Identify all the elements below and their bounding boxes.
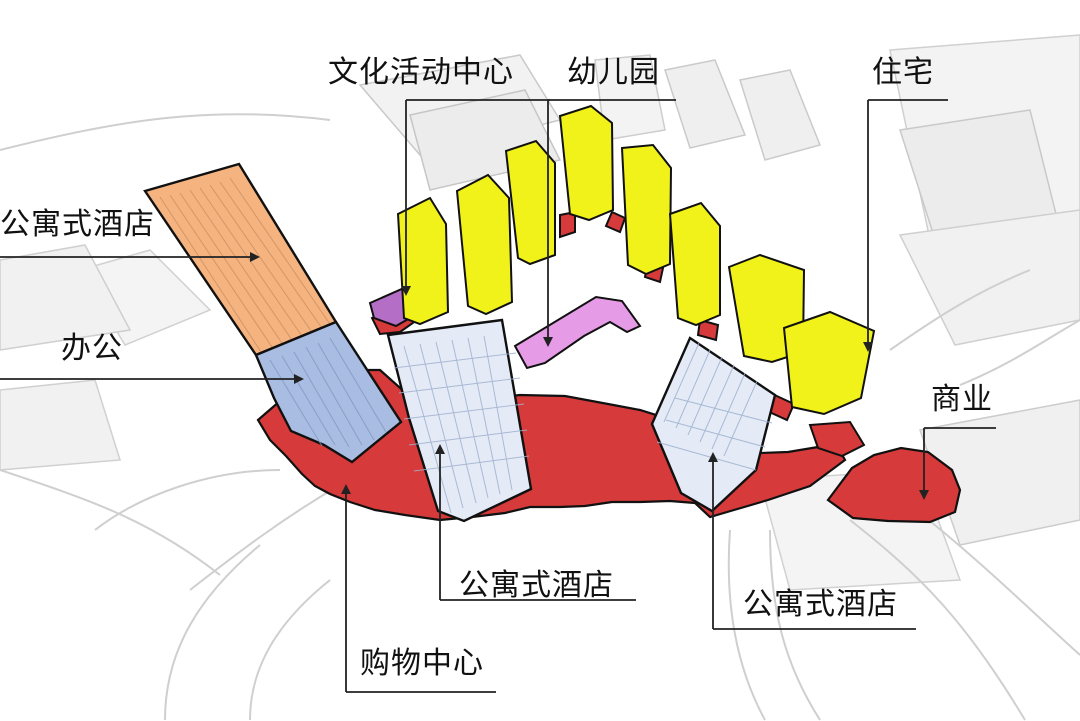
residential-towers (396, 104, 876, 416)
residential-tower-5 (620, 143, 673, 276)
apartment-hotel-right-label: 公寓式酒店 (743, 587, 898, 622)
office-label: 办公 (61, 331, 123, 366)
commercial-block (826, 446, 962, 524)
middle-tower-detail (393, 335, 530, 514)
street-linework (0, 113, 1080, 721)
kindergarten-block (513, 295, 642, 370)
residential-tower-3 (504, 139, 556, 266)
residential-tower-4 (558, 104, 615, 222)
commercial-label: 商业 (931, 382, 993, 417)
left-tower-office-section (254, 320, 403, 464)
residential-base-red-5 (696, 318, 720, 342)
residential-label: 住宅 (872, 55, 934, 90)
residential-base-red-3 (604, 210, 627, 234)
left-tower-office-detail (269, 337, 387, 448)
residential-tower-1 (396, 196, 450, 326)
arrow-heads (250, 252, 929, 500)
context-buildings (0, 34, 1080, 591)
apartment-hotel-top-label: 公寓式酒店 (0, 207, 155, 242)
leader-lines (0, 99, 996, 693)
right-tower-detail (656, 342, 773, 471)
shopping-center-label: 购物中心 (360, 646, 484, 681)
apartment-hotel-middle-label: 公寓式酒店 (459, 568, 614, 603)
kindergarten-label: 幼儿园 (567, 55, 660, 90)
cultural-center-label: 文化活动中心 (328, 55, 514, 90)
left-tower-hotel-detail (159, 177, 335, 359)
residential-tower-2 (455, 173, 514, 316)
residential-tower-6 (668, 201, 721, 327)
residential-base-red-7 (808, 420, 866, 458)
residential-tower-8 (782, 310, 876, 416)
